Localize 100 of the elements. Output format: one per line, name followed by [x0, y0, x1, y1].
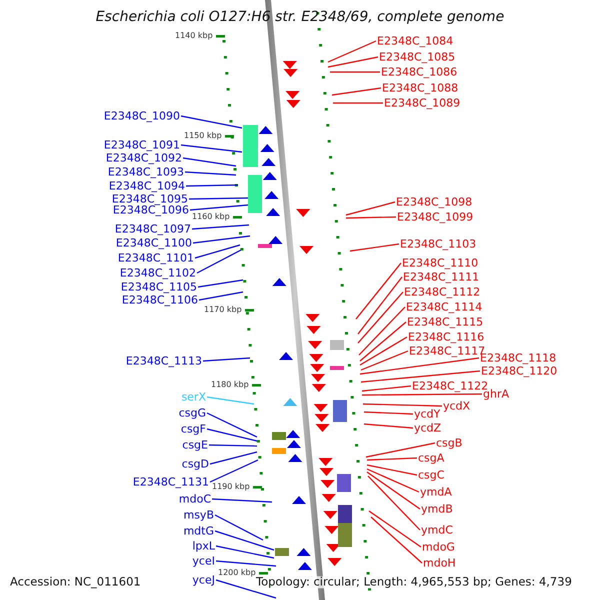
gene-label: yceJ: [192, 574, 215, 586]
gene-label: E2348C_1111: [403, 272, 480, 282]
leader-line: [366, 472, 420, 510]
gene-label: serX: [181, 392, 206, 402]
gene-label: mdoG: [422, 542, 455, 552]
gene-label: E2348C_1112: [404, 286, 480, 298]
leader-line: [190, 204, 248, 211]
gene-label: ymdA: [420, 486, 452, 498]
leader-line: [366, 457, 418, 461]
leader-line: [194, 244, 240, 259]
leader-line: [212, 498, 272, 503]
leader-line: [366, 464, 418, 476]
gene-label: ycdY: [414, 408, 440, 420]
gene-label: E2348C_1093: [108, 166, 184, 178]
leader-line: [366, 442, 436, 458]
gene-label: E2348C_1106: [122, 294, 198, 306]
leader-line: [214, 514, 264, 541]
leader-line: [206, 412, 258, 438]
gene-label: csgG: [178, 408, 206, 418]
scale-label: 1200 kbp: [218, 569, 256, 577]
leader-line: [328, 56, 378, 68]
leader-line: [206, 396, 254, 405]
gene-label: E2348C_1098: [396, 196, 472, 208]
gene-label: csgD: [182, 458, 209, 470]
leader-line: [198, 279, 244, 288]
gene-label: E2348C_1105: [120, 282, 197, 292]
gene-label: ycdX: [443, 400, 470, 412]
leader-line: [360, 336, 408, 366]
leader-line: [210, 451, 258, 465]
scale-label: 1150 kbp: [184, 132, 222, 140]
gene-label: E2348C_1084: [377, 36, 454, 46]
leader-line: [364, 423, 414, 429]
leader-line: [333, 102, 383, 104]
leader-line: [202, 357, 250, 362]
gene-label: E2348C_1102: [120, 268, 196, 278]
leader-line: [182, 157, 236, 167]
leader-line: [328, 40, 376, 63]
scale-label: 1190 kbp: [212, 483, 250, 491]
gene-label: E2348C_1101: [118, 252, 194, 264]
leader-line: [346, 201, 396, 216]
leader-line: [362, 393, 482, 396]
gene-label: E2348C_1115: [407, 316, 484, 328]
gene-label: lpxL: [192, 540, 215, 552]
gene-label: csgE: [182, 440, 208, 450]
leader-line: [350, 243, 400, 252]
leader-line: [216, 545, 274, 559]
gene-label: ymdB: [421, 504, 453, 514]
leader-line: [216, 579, 276, 599]
gene-label: ycdZ: [414, 422, 442, 434]
gene-label: E2348C_1091: [104, 140, 180, 150]
leader-line: [358, 292, 404, 344]
leader-line: [180, 144, 242, 153]
leader-line: [362, 385, 412, 392]
gene-label: E2348C_1099: [397, 212, 474, 222]
gene-label: E2348C_1086: [381, 66, 458, 78]
leader-line: [330, 71, 380, 73]
scale-label: 1140 kbp: [175, 32, 213, 40]
gene-label: E2348C_1122: [412, 380, 488, 392]
leader-line: [346, 216, 396, 219]
leader-line: [370, 516, 422, 564]
leader-line: [368, 510, 422, 548]
accession-text: Accession: NC_011601: [10, 576, 141, 588]
gene-label: E2348C_1089: [384, 98, 460, 108]
scale-label: 1160 kbp: [192, 213, 230, 221]
gene-label: csgF: [180, 424, 206, 434]
leader-line: [360, 370, 480, 383]
gene-label: E2348C_1100: [116, 238, 192, 248]
gene-label: E2348C_1097: [114, 224, 191, 234]
leader-line: [192, 224, 250, 230]
gene-label: E2348C_1113: [126, 356, 202, 366]
gene-label: csgA: [418, 452, 444, 464]
gene-label: mdtG: [183, 526, 214, 536]
leader-line: [360, 350, 408, 371]
gene-label: E2348C_1096: [112, 204, 189, 216]
leader-line: [184, 171, 236, 176]
leader-line: [368, 476, 420, 530]
leader-line: [210, 459, 258, 483]
gene-label: msyB: [183, 510, 214, 520]
scale-label: 1170 kbp: [204, 306, 242, 314]
leader-line: [186, 184, 238, 187]
leader-line: [180, 115, 242, 129]
leader-line: [188, 197, 248, 200]
gene-label: ymdC: [421, 524, 453, 536]
leader-line: [366, 468, 420, 493]
leader-line: [360, 322, 406, 362]
leader-line: [360, 357, 480, 375]
leader-line: [198, 291, 244, 301]
leader-line: [216, 560, 276, 567]
gene-label: E2348C_1090: [104, 110, 180, 122]
leader-line: [358, 306, 406, 356]
gene-label: E2348C_1131: [132, 476, 209, 488]
leader-line: [358, 276, 402, 334]
gene-label: csgC: [418, 470, 444, 480]
leader-line: [364, 411, 414, 415]
leader-line: [332, 87, 382, 96]
leader-line: [356, 262, 402, 320]
gene-label: E2348C_1095: [112, 194, 188, 204]
leader-line: [206, 428, 258, 442]
footer-text: Topology: circular; Length: 4,965,553 bp; Genes: 4,739: [256, 576, 572, 588]
gene-label: E2348C_1094: [108, 180, 185, 192]
